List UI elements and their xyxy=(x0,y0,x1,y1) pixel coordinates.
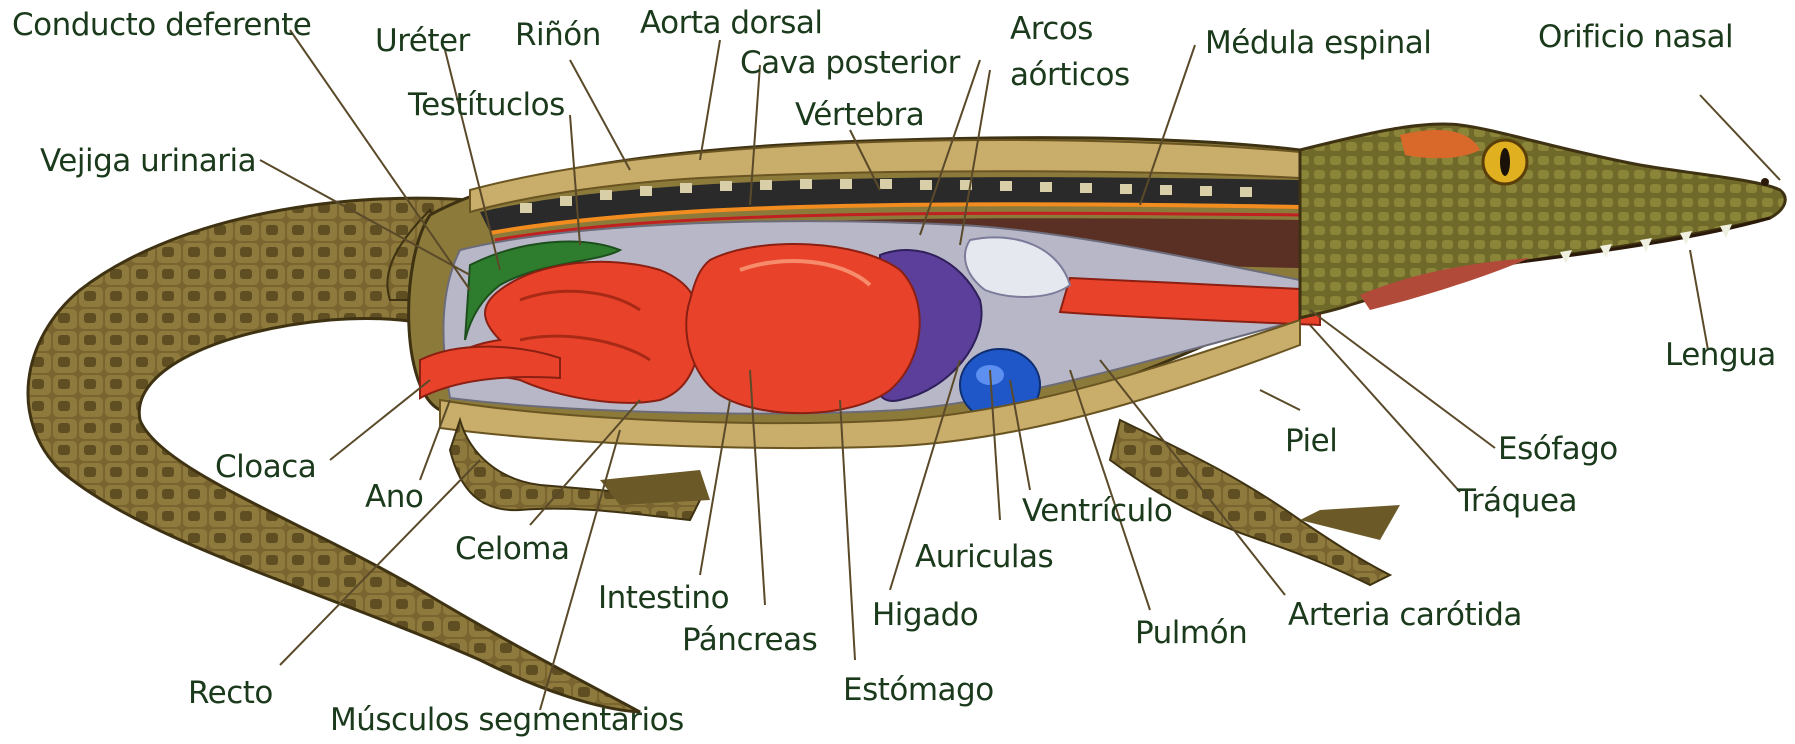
label-auriculas: Auriculas xyxy=(915,542,1053,573)
label-arcos: Arcos xyxy=(1010,14,1093,45)
label-orificio-nasal: Orificio nasal xyxy=(1538,22,1733,53)
label-musculos-segmentarios: Músculos segmentarios xyxy=(330,705,684,736)
label-aorta-dorsal: Aorta dorsal xyxy=(640,8,823,39)
label-piel: Piel xyxy=(1285,426,1337,457)
label-lengua: Lengua xyxy=(1665,340,1776,371)
label-vejiga-urinaria: Vejiga urinaria xyxy=(40,146,256,177)
label-pulmon: Pulmón xyxy=(1135,618,1247,649)
label-aorticos: aórticos xyxy=(1010,60,1130,91)
label-celoma: Celoma xyxy=(455,534,570,565)
label-ureter: Uréter xyxy=(375,26,470,57)
label-cava-posterior: Cava posterior xyxy=(740,48,960,79)
nostril xyxy=(1761,178,1769,186)
label-recto: Recto xyxy=(188,678,273,709)
label-higado: Higado xyxy=(872,600,978,631)
label-arteria-carotida: Arteria carótida xyxy=(1288,600,1522,631)
label-medula-espinal: Médula espinal xyxy=(1205,28,1431,59)
label-ventriculo: Ventrículo xyxy=(1022,496,1172,527)
label-ano: Ano xyxy=(365,482,423,513)
label-vertebra: Vértebra xyxy=(795,100,924,131)
label-esofago: Esófago xyxy=(1498,434,1618,465)
label-cloaca: Cloaca xyxy=(215,452,316,483)
label-conducto-deferente: Conducto deferente xyxy=(12,10,311,41)
head xyxy=(1300,124,1785,318)
label-rinon: Riñón xyxy=(515,20,601,51)
label-traquea: Tráquea xyxy=(1457,486,1577,517)
label-intestino: Intestino xyxy=(598,583,729,614)
label-testiculos: Testítuclos xyxy=(408,90,565,121)
stomach xyxy=(686,244,919,413)
label-pancreas: Páncreas xyxy=(682,625,817,656)
label-estomago: Estómago xyxy=(843,675,994,706)
